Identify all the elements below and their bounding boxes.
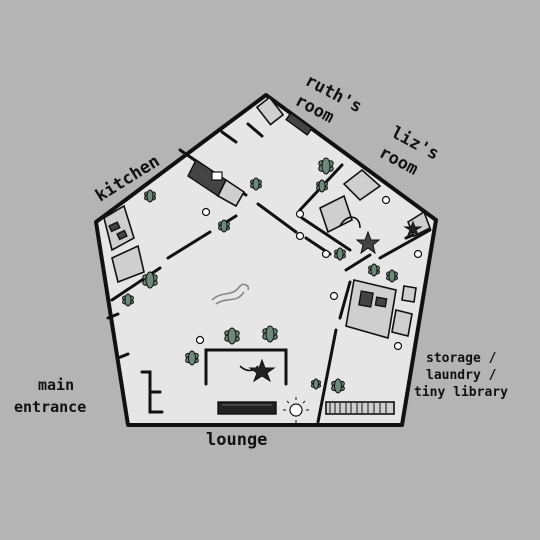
plant-icon: [224, 327, 240, 345]
lamp-icon: [195, 335, 205, 345]
main-entrance-label-line2: entrance: [14, 398, 86, 416]
plant-icon: [218, 219, 230, 233]
storage-furniture: [325, 279, 417, 415]
plant-icon: [144, 189, 156, 203]
main-entrance-door: [106, 312, 164, 414]
bookshelf-books: [329, 403, 387, 413]
lamp-icon: [321, 249, 331, 259]
outer-wall: [94, 93, 438, 427]
ruths-room-furniture: [255, 96, 313, 136]
plant-icon: [334, 247, 346, 261]
plant-icon: [331, 378, 345, 394]
main-entrance-label-line1: main: [38, 376, 74, 394]
lamps: [195, 195, 423, 423]
lamp-icon: [393, 341, 403, 351]
storage-label-line3: tiny library: [414, 385, 508, 400]
lamp-icon: [295, 209, 305, 219]
storage-label-line1: storage /: [426, 351, 497, 366]
plants: [122, 157, 398, 394]
storage-label-line2: laundry /: [426, 368, 497, 383]
plant-icon: [185, 350, 199, 366]
plant-icon: [386, 269, 398, 283]
lamp-icon: [381, 195, 391, 205]
plant-icon: [318, 157, 334, 175]
plant-icon: [142, 271, 158, 289]
lamp-icon: [413, 249, 423, 259]
kitchen-furniture: [103, 158, 246, 284]
plant-icon: [368, 263, 380, 277]
plant-icon: [250, 177, 262, 191]
floor-area: [96, 95, 436, 425]
plant-icon: [262, 325, 278, 343]
lamp-icon: [289, 403, 303, 417]
lounge-label: lounge: [206, 430, 267, 450]
lizs-room-furniture: [319, 168, 432, 255]
plant-icon: [316, 179, 328, 193]
lounge-furniture: [204, 283, 288, 415]
lamp-icon: [295, 231, 305, 241]
plant-icon: [122, 293, 134, 307]
lamp-icon: [329, 291, 339, 301]
plant-icon: [310, 378, 322, 390]
lamp-icon: [201, 207, 211, 217]
